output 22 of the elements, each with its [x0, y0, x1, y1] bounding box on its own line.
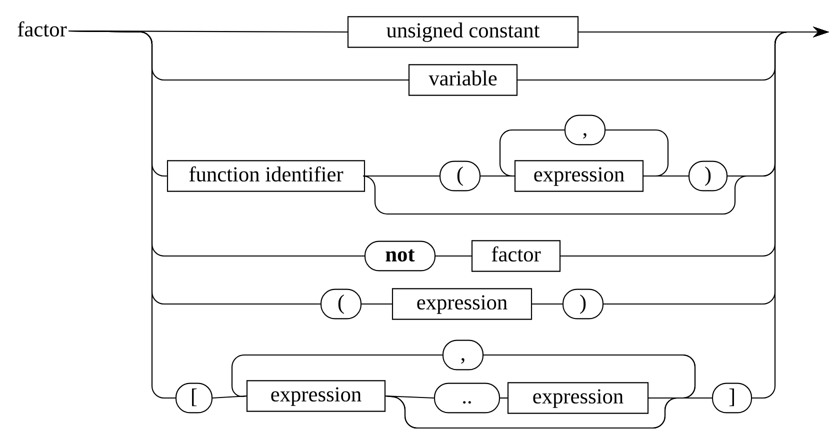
nonterminal-box: expression: [514, 160, 644, 192]
nonterminal-box: expression: [392, 288, 532, 320]
nonterminal-box: function identifier: [166, 160, 366, 192]
rail-line: [385, 395, 712, 429]
nonterminal-box: unsigned constant: [347, 16, 579, 48]
start-label: factor: [16, 20, 68, 42]
rail-line: [532, 303, 562, 305]
nonterminal-box: factor: [471, 240, 561, 272]
rail-line: [386, 395, 434, 399]
rail-line: [644, 175, 688, 177]
nonterminal-box: variable: [408, 64, 518, 96]
rail-line: [500, 397, 508, 399]
rail-line: [436, 255, 472, 257]
rail-line: [231, 354, 442, 397]
rail-line: [362, 303, 392, 305]
rail-line: [499, 129, 564, 177]
nonterminal-box: expression: [507, 382, 649, 414]
rail-line: [212, 395, 246, 399]
nonterminal-box: expression: [246, 380, 386, 412]
rail-line: [365, 175, 440, 177]
rail-line: [606, 129, 669, 177]
rail-line: [68, 30, 176, 399]
